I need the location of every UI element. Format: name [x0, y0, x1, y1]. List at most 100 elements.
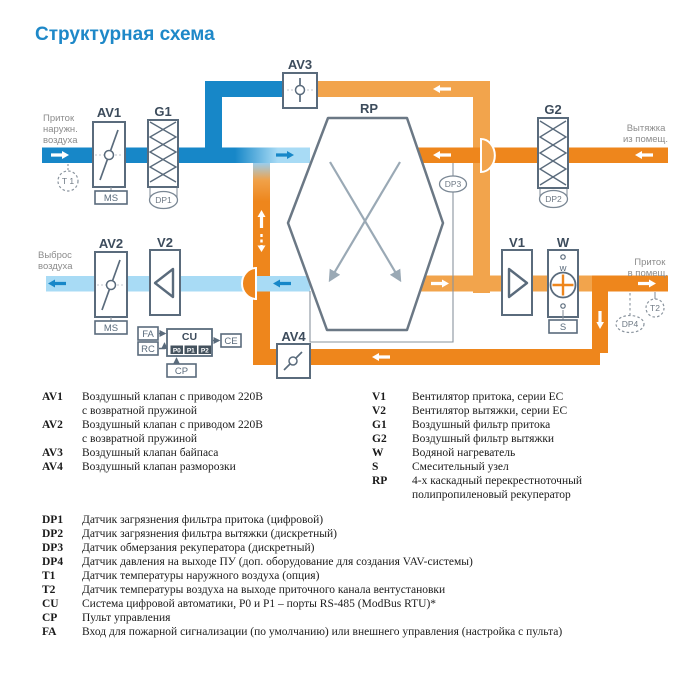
recuperator-body: [286, 116, 445, 332]
legend-desc: Воздушный клапан с приводом 220В с возвр…: [82, 391, 263, 417]
s-box: [548, 319, 578, 334]
v1-label: V1: [509, 235, 525, 250]
legend-key: S: [372, 461, 379, 473]
dp4-label: DP4: [622, 319, 639, 329]
page-title: Структурная схема: [35, 24, 215, 45]
legend-sensors-controls: DP1 Датчик загрязнения фильтра притока (ц…: [42, 513, 682, 639]
dp1-sensor: [148, 190, 179, 210]
fan-v2: [149, 249, 181, 316]
legend-desc: Вентилятор притока, серии ЕС: [412, 391, 564, 403]
dp4-sensor: [615, 314, 645, 334]
dp3-loop: [309, 163, 454, 343]
filter-g1: [147, 119, 179, 188]
bypass-blue-riser: [205, 81, 222, 163]
legend-key: RP: [372, 475, 388, 487]
bypass-top-pipe-blue: [205, 81, 300, 97]
legend-key: T2: [42, 584, 56, 596]
bypass-arrow: [433, 85, 451, 93]
v2-label: V2: [157, 235, 173, 250]
port-p2-label: P2: [201, 347, 209, 354]
dp3-sensor: [438, 175, 468, 193]
rc-box: [137, 341, 159, 356]
bypass-crossover-bump: [480, 137, 496, 174]
heater-w: [547, 249, 579, 320]
legend-desc: Система цифровой автоматики, P0 и P1 – п…: [82, 598, 437, 610]
ms-box-av2: [94, 320, 128, 335]
legend-key: CP: [42, 612, 58, 624]
defrost-bottom-pipe: [253, 349, 600, 365]
legend-desc: Пульт управления: [82, 612, 171, 624]
discharge-arrow-inner: [273, 279, 291, 288]
cp-box: [166, 363, 197, 378]
exhaust-air-label: Вытяжка из помещ.: [623, 123, 668, 145]
supply-air-label: Приток в помещ.: [628, 257, 668, 279]
valve-av3: [282, 72, 318, 109]
s-label: S: [560, 322, 566, 333]
legend-key: T1: [42, 570, 56, 582]
cu-label: CU: [182, 331, 197, 343]
exhaust-arrow-inner: [433, 151, 451, 159]
legend-key: DP2: [42, 528, 64, 540]
w-label: W: [557, 235, 570, 250]
rp-outlet-arrow: [431, 279, 449, 288]
defrost-up-arrow: [257, 210, 266, 228]
drop-down-arrow: [596, 311, 604, 329]
av4-label: AV4: [281, 329, 306, 344]
exhaust-arrow-outer: [635, 151, 653, 159]
defrost-mini-down-arrow: [257, 245, 266, 252]
port-p1-label: P1: [187, 347, 195, 354]
flow-arrows: [48, 85, 656, 361]
legend-row: S Смесительный узел: [372, 460, 672, 474]
rp-inlet-arrow: [276, 151, 294, 159]
legend-key: CU: [42, 598, 59, 610]
ms2-label: MS: [104, 323, 118, 334]
legend-key: DP4: [42, 556, 64, 568]
av2-label: AV2: [99, 236, 123, 251]
legend-desc: Вход для пожарной сигнализации (по умолч…: [82, 626, 563, 638]
t1-sensor: [57, 170, 79, 192]
control-cluster: [137, 326, 242, 378]
inlet-air-label: Приток наружн. воздуха: [43, 113, 80, 146]
recuperator-flow-arrow-2: [328, 161, 401, 283]
legend-key: DP1: [42, 514, 64, 526]
flow-text-labels: Приток наружн. воздуха Выброс воздуха Вы…: [38, 113, 668, 279]
defrost-riser-pipe: [253, 163, 270, 356]
w-inner-label: w: [559, 263, 567, 274]
legend-desc: Смесительный узел: [412, 461, 509, 473]
legend-desc: Датчик давления на выходе ПУ (доп. обору…: [82, 556, 473, 568]
t2-label: Т2: [650, 303, 660, 313]
filter-g2: [537, 117, 569, 189]
legend-desc: Вентилятор вытяжки, серии ЕС: [412, 405, 568, 417]
supply-out-arrow: [638, 279, 656, 288]
dp2-label: DP2: [545, 194, 562, 204]
legend-row: DP4 Датчик давления на выходе ПУ (доп. об…: [42, 555, 682, 569]
legend-row: AV4 Воздушный клапан разморозки: [42, 460, 332, 474]
bypass-top-pipe-orange: [300, 81, 490, 97]
legend-desc: Датчик загрязнения фильтра притока (цифр…: [82, 514, 324, 526]
legend-key: V1: [372, 391, 387, 403]
av1-label: AV1: [97, 105, 121, 120]
legend-row: T2 Датчик температуры воздуха на выходе п…: [42, 583, 682, 597]
legend-key: AV4: [42, 461, 63, 473]
defrost-crossover-bump: [241, 266, 257, 301]
legend-key: G1: [372, 419, 387, 431]
legend-desc: Воздушный клапан разморозки: [82, 461, 236, 473]
t2-sensor: [645, 298, 665, 318]
legend-desc: Датчик температуры воздуха на выходе при…: [82, 584, 446, 596]
valve-av1: [92, 121, 126, 191]
legend-row: DP1 Датчик загрязнения фильтра притока (ц…: [42, 513, 682, 527]
legend-row: CU Система цифровой автоматики, P0 и P1 –…: [42, 597, 682, 611]
legend-key: AV2: [42, 419, 63, 431]
legend-row: V1 Вентилятор притока, серии ЕС: [372, 390, 672, 404]
